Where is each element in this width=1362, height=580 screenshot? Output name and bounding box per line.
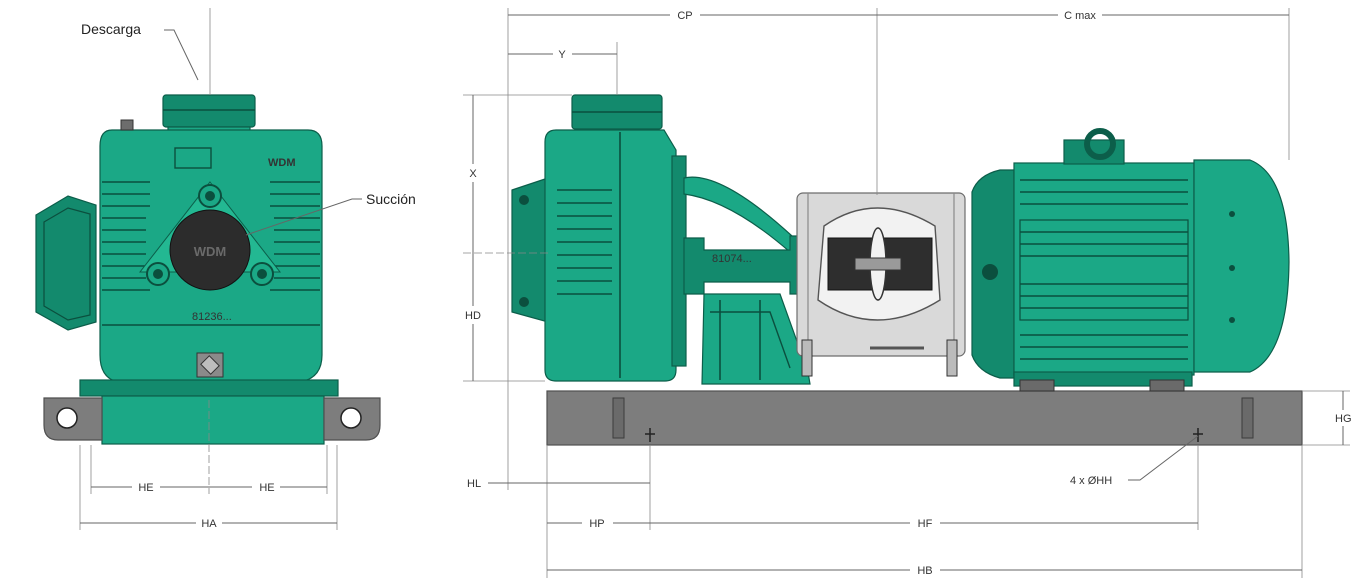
motor-fan-cover [1193, 159, 1290, 373]
front-brand-logo: WDM [268, 157, 296, 169]
front-side-cover [35, 195, 97, 331]
dim-c-max: C max [1064, 10, 1096, 22]
front-discharge-flange [162, 94, 256, 136]
dim-y: Y [558, 49, 566, 61]
side-serial-plate: 81074... [712, 253, 752, 265]
front-cooling-ribs [102, 181, 320, 291]
side-view: 81074... [463, 8, 1352, 578]
front-dimensions: HE HE HA [79, 445, 338, 530]
dim-hd: HD [465, 310, 481, 322]
suction-opening [169, 209, 251, 291]
side-dimensions-bottom: HL HP HF HB 4 x ØHH [467, 435, 1302, 577]
dim-hf: HF [918, 518, 933, 530]
front-pump-casing: WDM WDM 81236... [99, 119, 323, 383]
side-cooling-ribs [557, 189, 612, 295]
front-serial-plate: 81236... [192, 311, 232, 323]
dim-holes: 4 x ØHH [1070, 475, 1112, 487]
dim-he-left: HE [138, 482, 153, 494]
lifting-eye [1084, 128, 1116, 160]
dim-hg: HG [1335, 413, 1352, 425]
dim-cp: CP [677, 10, 692, 22]
front-view: WDM WDM 81236... [35, 8, 416, 530]
side-dimension-hg: HG [1335, 391, 1352, 445]
suction-label: Succión [366, 191, 416, 207]
motor [971, 128, 1290, 392]
side-dimensions-left: X HD [465, 95, 481, 381]
inlet-brand-logo: WDM [194, 244, 227, 259]
discharge-label: Descarga [81, 21, 141, 37]
bearing-bracket: 81074... [683, 176, 811, 385]
discharge-callout: Descarga [81, 21, 199, 81]
dim-x: X [469, 168, 477, 180]
coupling-guard [796, 192, 966, 377]
motor-cooling-fins [1020, 179, 1188, 360]
dim-hb: HB [917, 565, 932, 577]
dim-hl: HL [467, 478, 481, 490]
side-dimensions-top: CP C max Y [508, 10, 1289, 61]
side-pump-casing [511, 94, 687, 382]
suction-callout: Succión [245, 191, 416, 236]
dim-hp: HP [589, 518, 604, 530]
front-base [43, 379, 381, 445]
dim-he-right: HE [259, 482, 274, 494]
dim-ha: HA [201, 518, 217, 530]
baseplate [546, 390, 1303, 446]
